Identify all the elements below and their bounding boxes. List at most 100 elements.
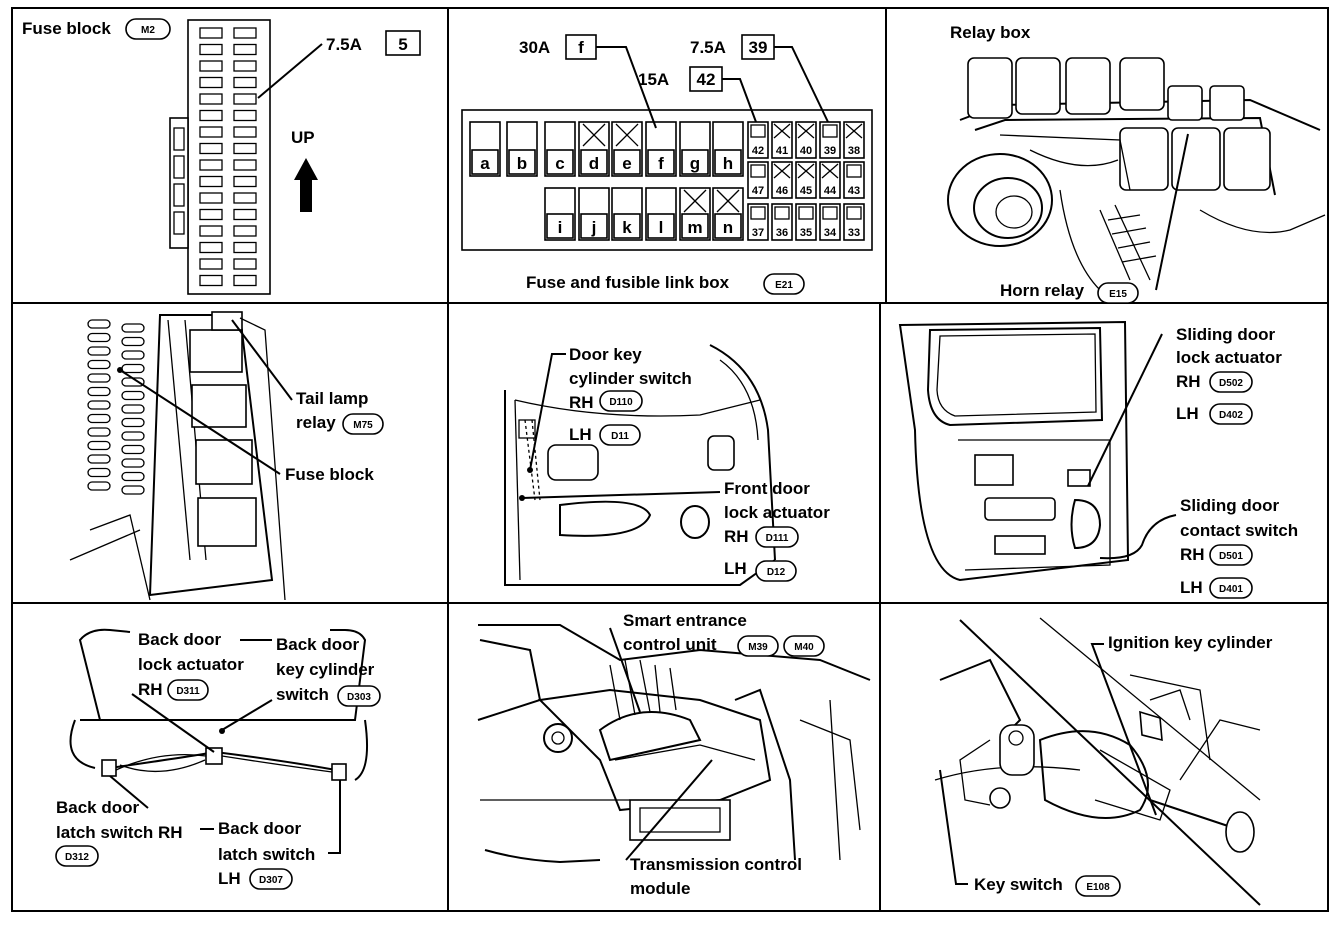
fusible-link-letter: h bbox=[723, 154, 733, 173]
panel-relay-box: Relay box Horn relay bbox=[947, 23, 1326, 304]
fusible-link-letter: n bbox=[723, 218, 733, 237]
fusible-link-letter: m bbox=[687, 218, 702, 237]
fuse bbox=[795, 121, 817, 159]
svg-text:D312: D312 bbox=[65, 852, 89, 863]
steering-column-illustration bbox=[934, 617, 1261, 906]
panel-fuse-block: Fuse block M2 7.5A 5 UP bbox=[22, 18, 421, 295]
smart-entrance-label-1: Smart entrance bbox=[623, 611, 747, 630]
connector-tag-m40: M40 bbox=[783, 635, 825, 657]
back-key-label-1: Back door bbox=[276, 635, 360, 654]
fuse-number-box: 5 bbox=[385, 30, 421, 56]
fusible-link-letter: i bbox=[558, 218, 563, 237]
door-key-label-1: Door key bbox=[569, 345, 642, 364]
panel-tail-lamp-relay: Tail lamp relay M75 Fuse block bbox=[69, 311, 384, 601]
connector-tag-d110: D110 bbox=[599, 390, 643, 412]
svg-text:M75: M75 bbox=[353, 420, 373, 431]
fusible-link-letter: b bbox=[517, 154, 527, 173]
fuse-number: 36 bbox=[776, 227, 788, 239]
connector-tag-d502: D502 bbox=[1209, 371, 1253, 393]
fuse-5-leader bbox=[257, 43, 323, 99]
panel-front-door: Door key cylinder switch RH D110 LH D11 … bbox=[504, 344, 830, 586]
fuse-slot bbox=[199, 208, 223, 221]
svg-text:M2: M2 bbox=[141, 25, 155, 36]
fuse-slot bbox=[199, 274, 223, 287]
fuse bbox=[771, 121, 793, 159]
fuse-slot bbox=[233, 241, 257, 254]
svg-text:M40: M40 bbox=[794, 642, 814, 653]
fuse-slot bbox=[199, 76, 223, 89]
back-lock-label-1: Back door bbox=[138, 630, 222, 649]
svg-text:E15: E15 bbox=[1109, 289, 1127, 300]
fuse-slot bbox=[199, 109, 223, 122]
fuse bbox=[843, 161, 865, 199]
relay-box-title: Relay box bbox=[950, 23, 1031, 42]
sliding-lock-label-1: Sliding door bbox=[1176, 325, 1276, 344]
fuse-block-body bbox=[169, 19, 271, 295]
connector-tag-d307: D307 bbox=[249, 868, 293, 890]
fuse bbox=[843, 121, 865, 159]
callout-box-39: 39 bbox=[741, 34, 775, 60]
fuse-rating-label: 7.5A bbox=[326, 35, 362, 54]
connector-tag-m2: M2 bbox=[125, 18, 171, 40]
fuse-block-illustration bbox=[87, 319, 145, 495]
connector-tag-d11: D11 bbox=[599, 424, 641, 446]
fuse-block-label: Fuse block bbox=[285, 465, 374, 484]
fuse-slot bbox=[233, 225, 257, 237]
back-lock-rh: RH bbox=[138, 680, 163, 699]
back-key-label-3: switch bbox=[276, 685, 329, 704]
fuse-slot bbox=[233, 192, 257, 204]
sliding-switch-label-2: contact switch bbox=[1180, 521, 1298, 540]
fuse-link-box-title: Fuse and fusible link box bbox=[526, 273, 730, 292]
sliding-lock-rh: RH bbox=[1176, 372, 1201, 391]
callout-30a: 30A bbox=[519, 38, 550, 57]
fuse-block-title: Fuse block bbox=[22, 19, 111, 38]
connector-tag-d311: D311 bbox=[167, 679, 209, 701]
fuse bbox=[819, 121, 841, 159]
sliding-lock-label-2: lock actuator bbox=[1176, 348, 1282, 367]
callout-box-42: 42 bbox=[689, 66, 723, 92]
tail-lamp-label-2: relay bbox=[296, 413, 336, 432]
ignition-cylinder-label: Ignition key cylinder bbox=[1108, 633, 1273, 652]
fuse-number: 45 bbox=[800, 185, 812, 197]
fuse-slot bbox=[199, 241, 223, 254]
fuse bbox=[747, 161, 769, 199]
fusible-link-letter: j bbox=[591, 218, 597, 237]
fuse-slot bbox=[233, 258, 257, 270]
fuse-number: 42 bbox=[752, 145, 764, 157]
fuse-number: 33 bbox=[848, 227, 860, 239]
back-latch-rh-label-1: Back door bbox=[56, 798, 140, 817]
callout-box-f: f bbox=[565, 34, 597, 60]
connector-tag-d402: D402 bbox=[1209, 403, 1253, 425]
fuse-slot bbox=[233, 60, 257, 72]
connector-tag-e21: E21 bbox=[763, 273, 805, 295]
svg-text:42: 42 bbox=[697, 70, 716, 89]
front-lock-label-2: lock actuator bbox=[724, 503, 830, 522]
fuse-slot bbox=[233, 43, 257, 56]
door-key-rh: RH bbox=[569, 393, 594, 412]
svg-text:D502: D502 bbox=[1219, 378, 1243, 389]
back-key-label-2: key cylinder bbox=[276, 660, 375, 679]
svg-text:E108: E108 bbox=[1086, 882, 1110, 893]
fuse-slot bbox=[199, 225, 223, 237]
fuse-number: 43 bbox=[848, 185, 860, 197]
connector-tag-e108: E108 bbox=[1075, 875, 1121, 897]
fuse-slot bbox=[199, 93, 223, 105]
fuse bbox=[795, 161, 817, 199]
fuse-slot bbox=[233, 76, 257, 89]
fusible-link-letter: c bbox=[555, 154, 564, 173]
door-key-lh: LH bbox=[569, 425, 592, 444]
fuse bbox=[771, 203, 793, 241]
connector-tag-m75: M75 bbox=[342, 413, 384, 435]
fuse-slot bbox=[233, 142, 257, 155]
front-lock-label-1: Front door bbox=[724, 479, 810, 498]
callout-15a: 15A bbox=[638, 70, 669, 89]
fuse-number: 46 bbox=[776, 185, 788, 197]
connector-tag-m39: M39 bbox=[737, 635, 779, 657]
connector-tag-d312: D312 bbox=[55, 845, 99, 867]
connector-tag-e15: E15 bbox=[1097, 282, 1139, 304]
sliding-switch-label-1: Sliding door bbox=[1180, 496, 1280, 515]
fuse-slot bbox=[199, 27, 223, 39]
svg-text:5: 5 bbox=[398, 35, 407, 54]
